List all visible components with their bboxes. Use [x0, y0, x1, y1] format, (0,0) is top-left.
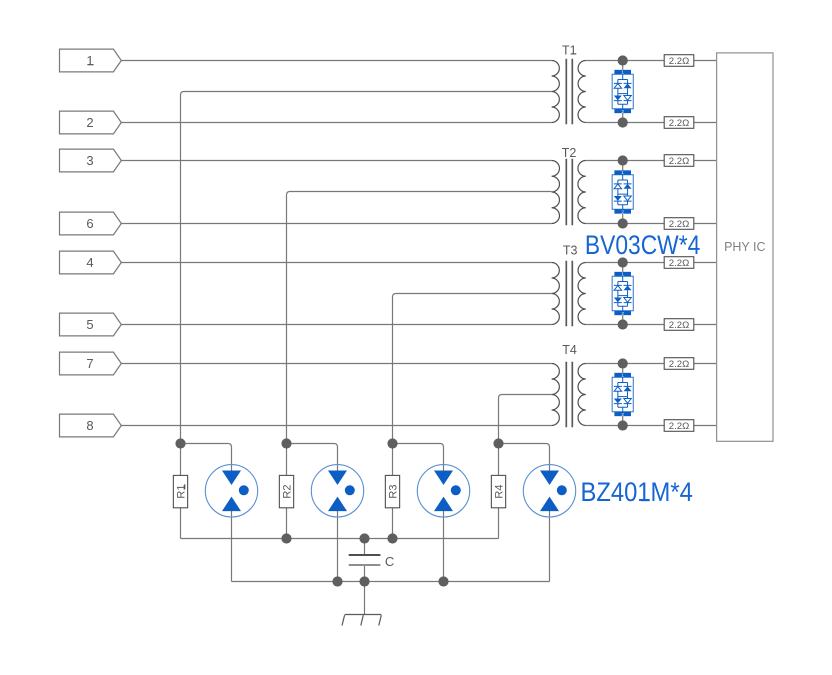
- svg-text:T1: T1: [562, 43, 577, 57]
- svg-text:1: 1: [86, 53, 93, 68]
- svg-text:8: 8: [86, 418, 93, 433]
- svg-text:2: 2: [621, 109, 624, 114]
- svg-text:4: 4: [86, 255, 93, 270]
- svg-text:T3: T3: [563, 244, 578, 258]
- svg-text:R3: R3: [387, 485, 399, 499]
- svg-text:2: 2: [621, 412, 624, 417]
- svg-text:2.2Ω: 2.2Ω: [669, 421, 690, 432]
- svg-text:R1: R1: [175, 485, 187, 499]
- svg-text:2.2Ω: 2.2Ω: [669, 359, 690, 370]
- svg-text:6: 6: [86, 216, 93, 231]
- svg-text:5: 5: [86, 317, 93, 332]
- svg-text:3: 3: [86, 153, 93, 168]
- svg-text:2.2Ω: 2.2Ω: [669, 56, 690, 67]
- svg-text:1: 1: [621, 70, 624, 75]
- svg-text:R4: R4: [493, 485, 505, 499]
- svg-text:2.2Ω: 2.2Ω: [669, 258, 690, 269]
- svg-text:2.2Ω: 2.2Ω: [669, 118, 690, 129]
- svg-text:1: 1: [621, 272, 624, 277]
- svg-text:2.2Ω: 2.2Ω: [669, 156, 690, 167]
- svg-text:2: 2: [621, 209, 624, 214]
- svg-text:2: 2: [621, 311, 624, 316]
- svg-text:C: C: [385, 554, 394, 569]
- svg-text:2.2Ω: 2.2Ω: [669, 320, 690, 331]
- svg-text:BZ401M*4: BZ401M*4: [581, 477, 693, 507]
- svg-text:T2: T2: [562, 146, 577, 160]
- svg-text:R2: R2: [281, 485, 293, 499]
- svg-text:7: 7: [86, 356, 93, 371]
- svg-text:1: 1: [621, 373, 624, 378]
- svg-text:2.2Ω: 2.2Ω: [669, 219, 690, 230]
- svg-text:2: 2: [86, 115, 93, 130]
- svg-text:1: 1: [621, 170, 624, 175]
- svg-text:PHY IC: PHY IC: [724, 240, 765, 254]
- svg-text:T4: T4: [562, 343, 577, 357]
- svg-text:BV03CW*4: BV03CW*4: [585, 230, 700, 260]
